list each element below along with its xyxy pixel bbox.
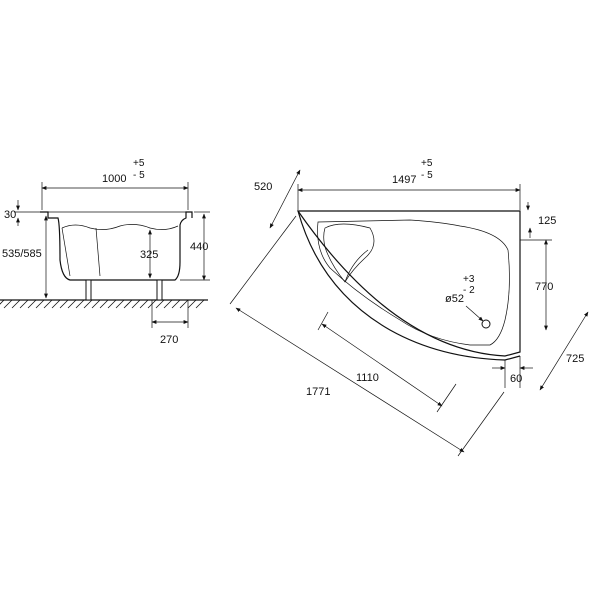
top-view: ø52 +3 - 2 1497 +5 - 5 520 125 770 725 6…	[229, 158, 589, 457]
dim-535-label: 535/585	[2, 248, 42, 260]
drain-tol-minus: - 2	[463, 285, 475, 296]
drain-circle	[481, 319, 491, 329]
dim-1110-label: 1110	[356, 372, 379, 384]
drain-leader	[465, 305, 484, 322]
tub-waterline	[61, 224, 179, 230]
dim-1000-tol-minus: - 5	[133, 170, 145, 181]
drain-tol-plus: +3	[463, 274, 475, 285]
dim-725-line	[539, 311, 589, 391]
dim-1000-tol-plus: +5	[133, 158, 145, 169]
tub-side-outline	[40, 211, 193, 281]
dim-125-label: 125	[538, 215, 556, 227]
dim-1000-label: 1000	[102, 173, 126, 185]
dim-1771-line	[235, 307, 465, 453]
tub-top-outline-lower	[297, 210, 521, 361]
dim-60-label: 60	[510, 373, 522, 385]
dim-325-label: 325	[140, 249, 158, 261]
dim-1771-label: 1771	[306, 386, 330, 398]
tub-inner-basin	[317, 219, 510, 346]
tub-foot-right	[156, 279, 163, 301]
dim-30-label: 30	[4, 209, 16, 221]
dim-1497-tol-plus: +5	[421, 158, 433, 169]
dim-770-label: 770	[535, 281, 553, 293]
drain-label: ø52	[445, 293, 464, 305]
side-view: 1000 +5 - 5 30 535/585 440 325 270	[0, 158, 210, 346]
dim-1497-label: 1497	[392, 174, 416, 186]
dim-270-label: 270	[160, 334, 178, 346]
dim-1497-tol-minus: - 5	[421, 170, 433, 181]
dim-725-label: 725	[566, 353, 584, 365]
floor-hatch	[0, 299, 205, 309]
tub-inner-left	[61, 227, 71, 277]
dim-520-line	[269, 169, 301, 229]
dim-440-label: 440	[190, 241, 208, 253]
tub-foot-left	[85, 279, 92, 301]
tub-inner-mid	[95, 227, 101, 277]
dim-520-label: 520	[254, 181, 272, 193]
dim-1110-line	[321, 323, 443, 407]
tub-backrest	[323, 223, 375, 283]
